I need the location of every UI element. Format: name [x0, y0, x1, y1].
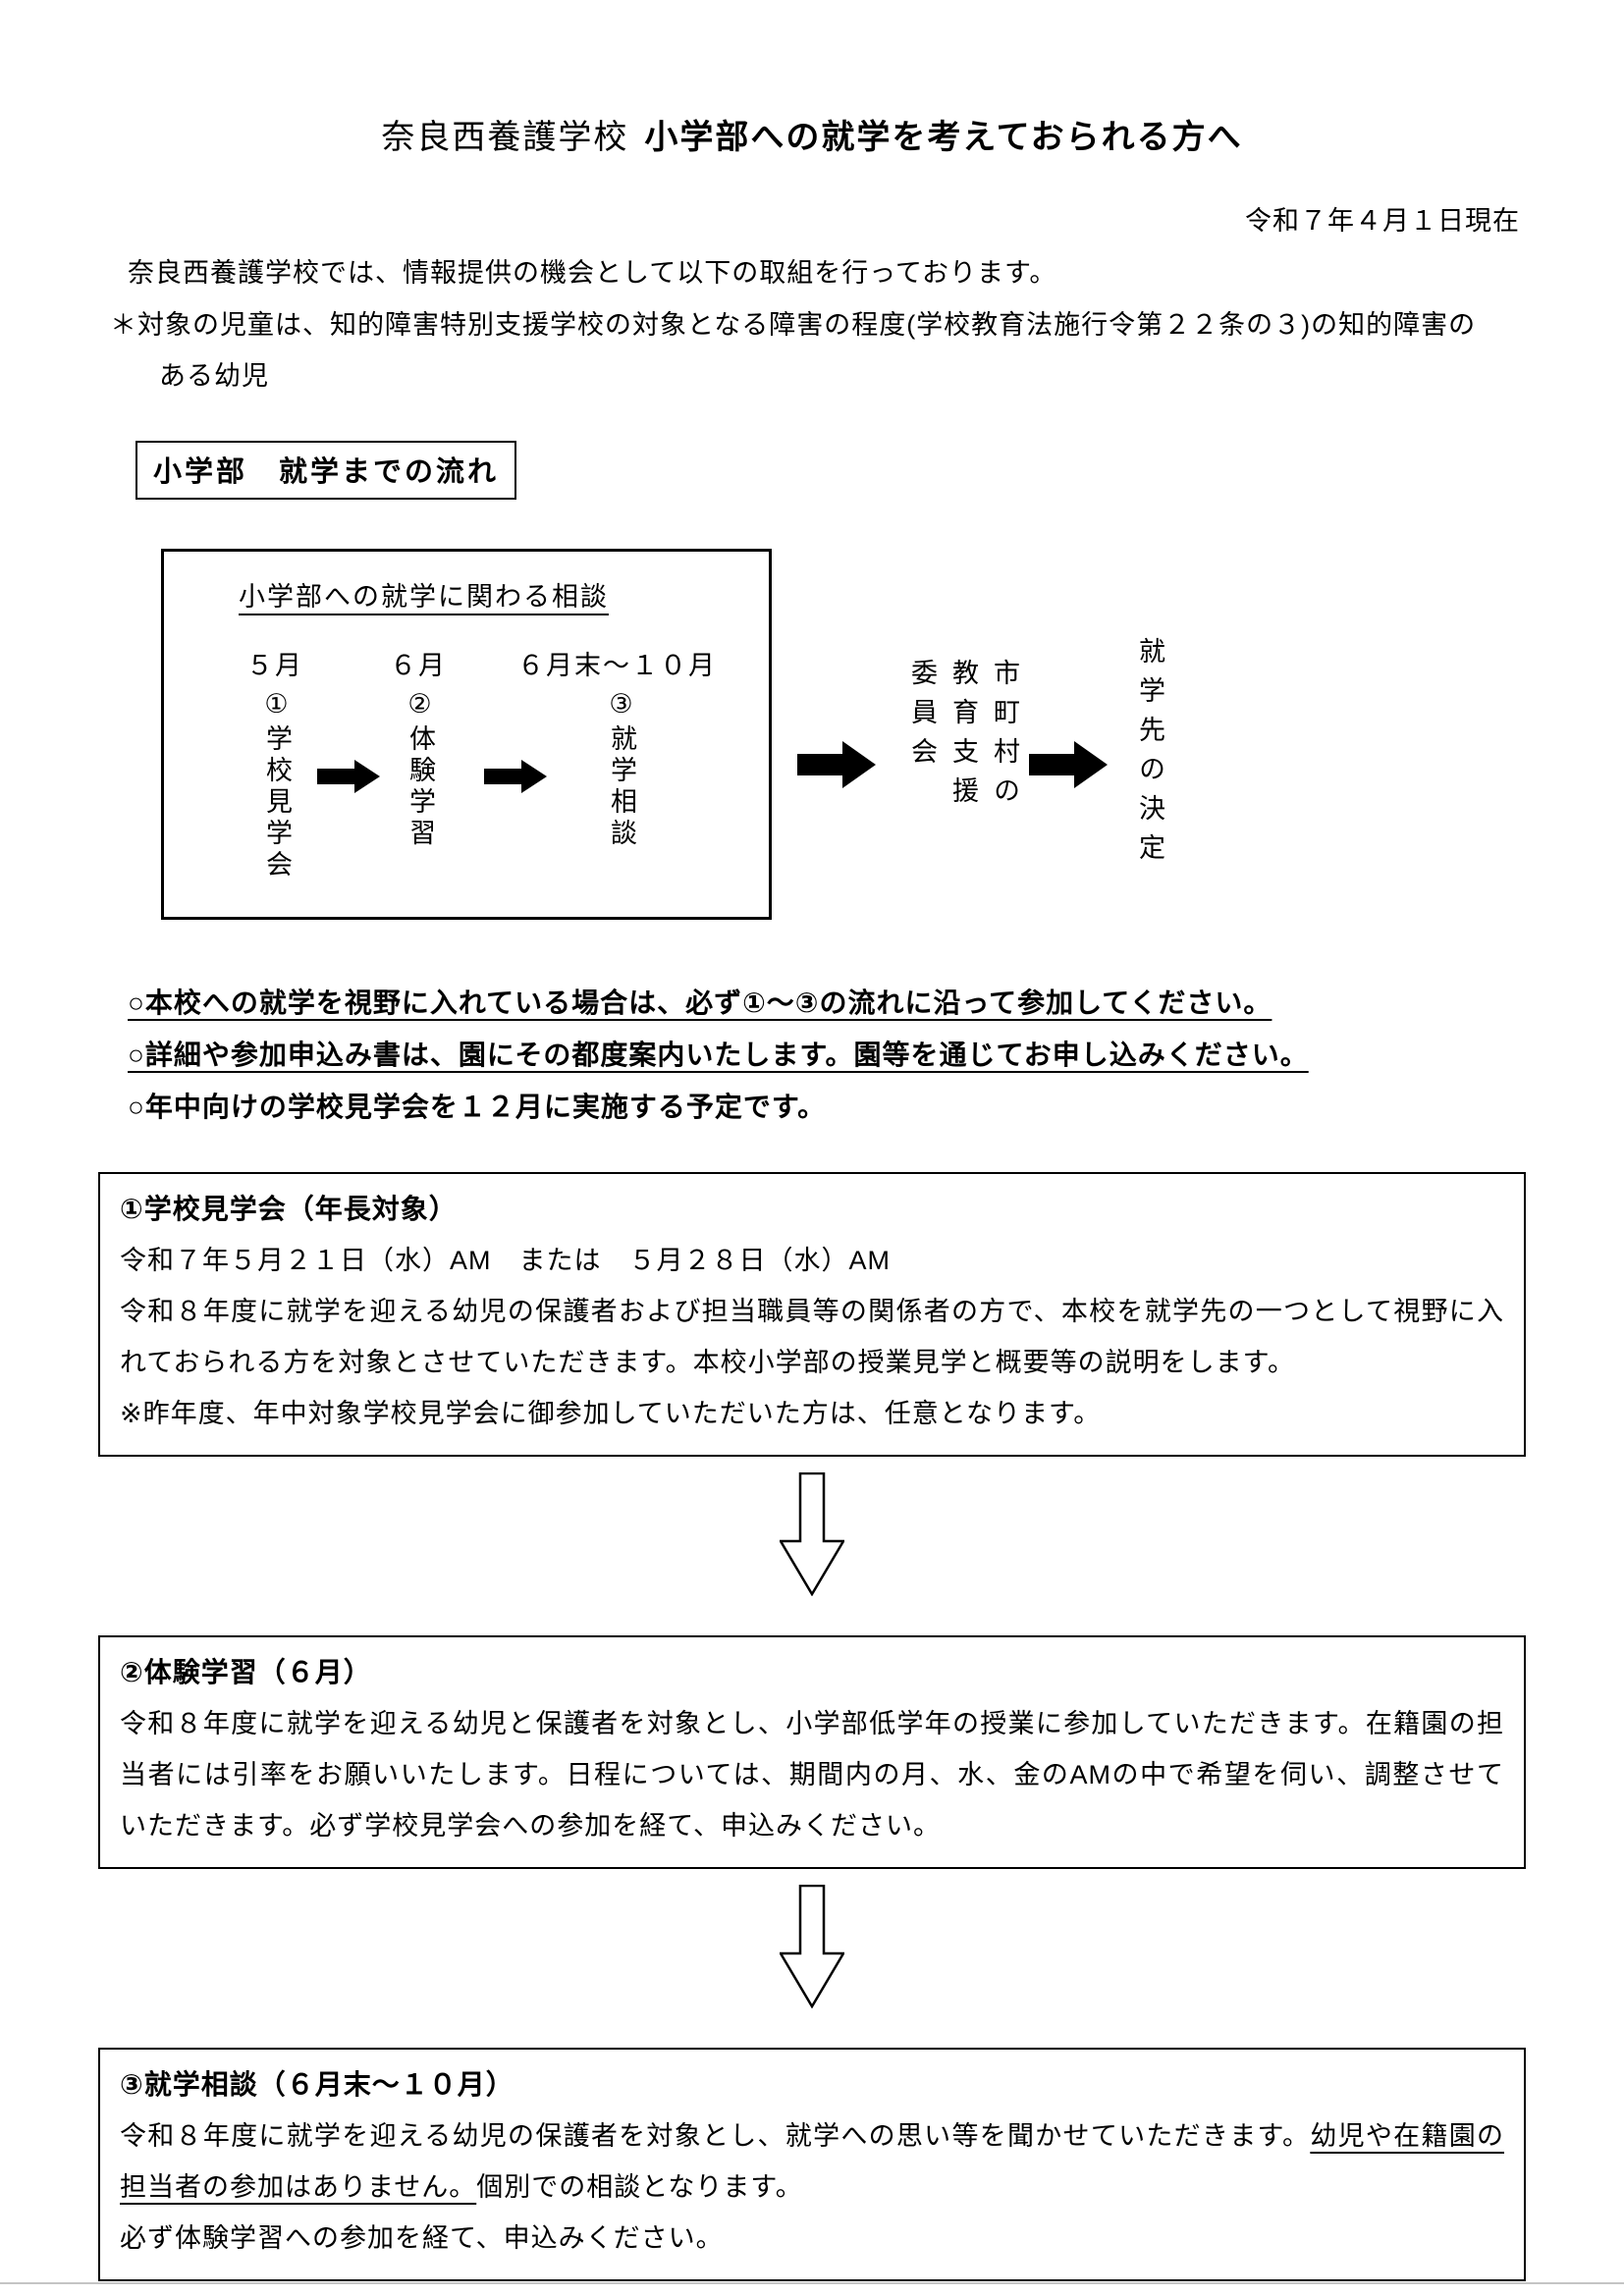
date-line: 令和７年４月１日現在 [1245, 206, 1520, 236]
target-note: ＊対象の児童は、知的障害特別支援学校の対象となる障害の程度(学校教育法施行令第２… [98, 299, 1526, 401]
right-arrow-icon [797, 741, 876, 788]
intro-text: 奈良西養護学校では、情報提供の機会として以下の取組を行っております。 [128, 258, 1057, 288]
flow-step-enrollment-consult: ③就学相談 [607, 689, 636, 850]
decision-label: 就学先の決定 [1135, 637, 1164, 873]
flow-box-title: 小学部への就学に関わる相談 [239, 582, 609, 612]
page-title: 奈良西養護学校小学部への就学を考えておられる方へ [98, 110, 1526, 158]
consult-body-start: 令和８年度に就学を迎える幼児の保護者を対象とし、就学への思い等を聞かせていただき… [120, 2121, 1311, 2151]
right-arrow-icon [317, 760, 380, 793]
target-note-line2: ある幼児 [159, 361, 269, 391]
title-main-text: 小学部への就学を考えておられる方へ [644, 119, 1243, 156]
month-label-june-october: ６月末～１０月 [517, 651, 717, 680]
consult-body-underlined: 幼児や在籍園の担当者の参加はありません。 [120, 2121, 1504, 2202]
month-label-june: ６月 [390, 651, 447, 680]
notice-bullet-application: ○詳細や参加申込み書は、園にその都度案内いたします。園等を通じてお申し込みくださ… [128, 1040, 1309, 1070]
section-enrollment-consult-closing: 必ず体験学習への参加を経て、申込みください。 [120, 2223, 724, 2253]
consult-body-end: 個別での相談となります。 [476, 2172, 803, 2202]
section-enrollment-consult: ③就学相談（６月末～１０月） 令和８年度に就学を迎える幼児の保護者を対象とし、就… [98, 2048, 1526, 2281]
section-school-visit-heading: ①学校見学会（年長対象） [120, 1194, 458, 1224]
notice-bullet-december-visit: ○年中向けの学校見学会を１２月に実施する予定です。 [128, 1092, 827, 1122]
section-school-visit-body: 令和８年度に就学を迎える幼児の保護者および担当職員等の関係者の方で、本校を就学先… [120, 1297, 1504, 1377]
down-arrow-icon [98, 1884, 1526, 2009]
section-trial-learning-heading: ②体験学習（６月） [120, 1657, 372, 1687]
section-trial-learning-body: 令和８年度に就学を迎える幼児と保護者を対象とし、小学部低学年の授業に参加していた… [120, 1709, 1504, 1841]
flow-step-trial-learning: ②体験学習 [406, 689, 435, 850]
section-school-visit-schedule: 令和７年５月２１日（水）AM または ５月２８日（水）AM [120, 1246, 891, 1275]
right-arrow-icon [484, 760, 547, 793]
flow-step-school-visit: ①学校見学会 [262, 689, 292, 881]
notice-bullet-participation: ○本校への就学を視野に入れている場合は、必ず①～③の流れに沿って参加してください… [128, 988, 1272, 1018]
enrollment-flow-diagram: 小学部への就学に関わる相談 ５月 ６月 ６月末～１０月 ①学校見学会 ②体験学習… [98, 549, 1526, 939]
page-bottom-edge [0, 2282, 1624, 2284]
consultation-flow-box: 小学部への就学に関わる相談 ５月 ６月 ６月末～１０月 ①学校見学会 ②体験学習… [161, 549, 772, 920]
section-school-visit: ①学校見学会（年長対象） 令和７年５月２１日（水）AM または ５月２８日（水）… [98, 1172, 1526, 1457]
section-enrollment-consult-heading: ③就学相談（６月末～１０月） [120, 2069, 514, 2100]
notice-bullets: ○本校への就学を視野に入れている場合は、必ず①～③の流れに沿って参加してください… [128, 977, 1526, 1133]
month-label-may: ５月 [246, 651, 303, 680]
down-arrow-icon [98, 1471, 1526, 1597]
right-arrow-icon [1029, 741, 1108, 788]
target-note-line1: ＊対象の児童は、知的障害特別支援学校の対象となる障害の程度(学校教育法施行令第２… [110, 310, 1477, 340]
title-school-name: 奈良西養護学校 [381, 119, 629, 156]
section-school-visit-note: ※昨年度、年中対象学校見学会に御参加していただいた方は、任意となります。 [120, 1399, 1102, 1428]
section-trial-learning: ②体験学習（６月） 令和８年度に就学を迎える幼児と保護者を対象とし、小学部低学年… [98, 1635, 1526, 1869]
flow-section-heading: 小学部 就学までの流れ [135, 441, 517, 500]
committee-label: 市町村の教育支援委員会 [907, 659, 1019, 816]
section-enrollment-consult-body: 令和８年度に就学を迎える幼児の保護者を対象とし、就学への思い等を聞かせていただき… [120, 2110, 1504, 2213]
